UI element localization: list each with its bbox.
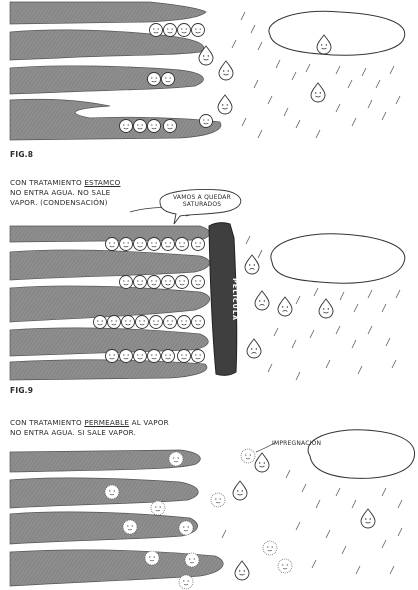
fig9-caption-line3: VAPOR. (CONDENSACIÓN) xyxy=(10,198,108,207)
fig8-label: FIG.8 xyxy=(10,150,33,159)
impregnation-label: IMPREGNACION xyxy=(272,439,321,448)
fig9-panel xyxy=(10,190,405,381)
fig9-speech-bubble-text: VAMOS A QUEDAR SATURADOS xyxy=(170,194,234,208)
fig9-caption-emph: ESTAMCO xyxy=(84,178,120,187)
fig10-caption-suffix: AL VAPOR xyxy=(129,418,169,427)
fig8-panel xyxy=(10,2,405,140)
fig10-caption-line2: NO ENTRA AGUA. SI SALE VAPOR. xyxy=(10,428,136,437)
fig9-caption-line2: NO ENTRA AGUA. NO SALE xyxy=(10,188,110,197)
film-label: PELICULA xyxy=(230,278,239,321)
fig10-panel xyxy=(10,430,415,589)
fig10-caption-emph: PERMEABLE xyxy=(84,418,129,427)
fig10-caption-prefix: CON TRATAMIENTO xyxy=(10,418,84,427)
fig9-caption-line1: CON TRATAMIENTO ESTAMCO xyxy=(10,178,120,187)
fig9-caption-prefix: CON TRATAMIENTO xyxy=(10,178,84,187)
fig9-label: FIG.9 xyxy=(10,386,33,395)
fig10-caption-line1: CON TRATAMIENTO PERMEABLE AL VAPOR xyxy=(10,418,169,427)
